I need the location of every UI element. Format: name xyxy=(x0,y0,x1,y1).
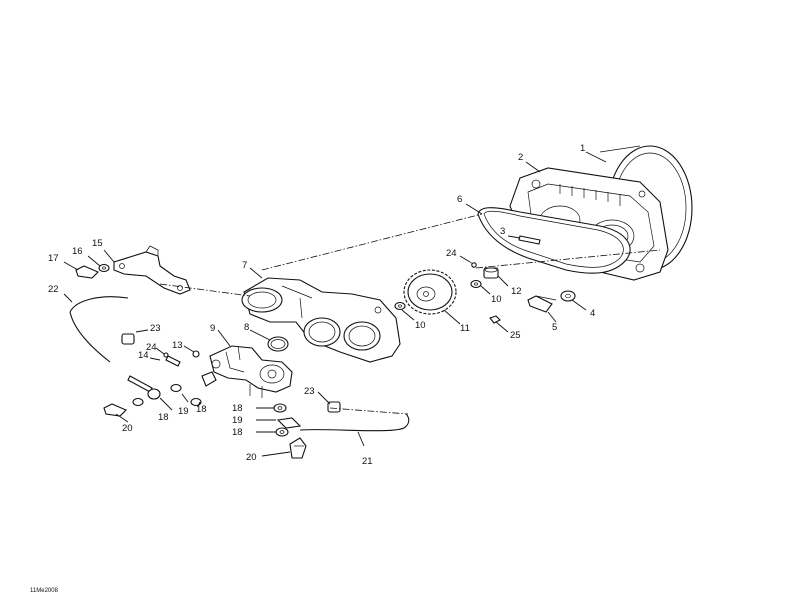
part-nut-25 xyxy=(489,315,501,324)
part-bushing xyxy=(483,267,499,279)
callout-4: 4 xyxy=(590,308,595,319)
callout-1: 1 xyxy=(580,143,585,154)
part-cable-21 xyxy=(299,401,410,432)
callout-10-right: 10 xyxy=(491,294,502,305)
callout-18-center-b: 18 xyxy=(232,427,243,438)
part-screw-14 xyxy=(163,352,181,367)
part-small-screw-upper xyxy=(469,261,477,268)
callout-19-center: 19 xyxy=(232,415,243,426)
callout-23-center: 23 xyxy=(304,386,315,397)
alignment-lines xyxy=(159,213,661,415)
callout-15: 15 xyxy=(92,238,103,249)
part-cable-22 xyxy=(69,296,129,363)
callout-21: 21 xyxy=(362,456,373,467)
part-bracket xyxy=(113,245,191,295)
callout-9: 9 xyxy=(210,323,215,334)
callout-12: 12 xyxy=(511,286,522,297)
callout-11: 11 xyxy=(460,323,470,334)
part-bolt-17 xyxy=(75,265,99,279)
callout-7: 7 xyxy=(242,260,247,271)
part-o-ring xyxy=(267,336,289,352)
callout-20-left: 20 xyxy=(122,423,133,434)
callout-23-left: 23 xyxy=(150,323,161,334)
callout-20-center: 20 xyxy=(246,452,257,463)
part-washer-16 xyxy=(98,263,110,273)
callout-3: 3 xyxy=(500,226,505,237)
part-gear xyxy=(403,269,457,315)
drawing-code: 11Me2008 xyxy=(30,588,59,594)
callout-18-left-a: 18 xyxy=(196,404,207,415)
leader-lines xyxy=(63,151,607,457)
callout-17: 17 xyxy=(48,253,59,264)
callout-labels: 1 2 3 4 5 6 7 8 9 10 10 11 12 13 14 15 1… xyxy=(48,143,595,467)
callout-19-left: 19 xyxy=(178,406,189,417)
part-pin xyxy=(518,235,541,245)
callout-2: 2 xyxy=(518,152,523,163)
callout-24-upper: 24 xyxy=(446,248,457,259)
part-washer-gear xyxy=(394,301,406,311)
callout-13: 13 xyxy=(172,340,183,351)
parts-artwork xyxy=(69,145,693,459)
part-hardware-left xyxy=(103,375,202,417)
callout-25: 25 xyxy=(510,330,521,341)
part-oil-pump xyxy=(201,345,293,398)
callout-6: 6 xyxy=(457,194,462,205)
part-grommet-left xyxy=(121,333,135,345)
part-washer-4 xyxy=(560,290,576,302)
part-washer-right xyxy=(470,279,482,289)
callout-10-gear: 10 xyxy=(415,320,426,331)
callout-22: 22 xyxy=(48,284,59,295)
part-hardware-center xyxy=(273,403,307,459)
callout-8: 8 xyxy=(244,322,249,333)
callout-5: 5 xyxy=(552,322,557,333)
callout-16: 16 xyxy=(72,246,83,257)
part-manifold xyxy=(241,277,401,363)
part-bolt-5 xyxy=(527,295,557,313)
callout-14: 14 xyxy=(138,350,149,361)
part-nut-13 xyxy=(192,350,200,358)
callout-18-center-a: 18 xyxy=(232,403,243,414)
callout-18-left-b: 18 xyxy=(158,412,169,423)
callout-24-left: 24 xyxy=(146,342,157,353)
